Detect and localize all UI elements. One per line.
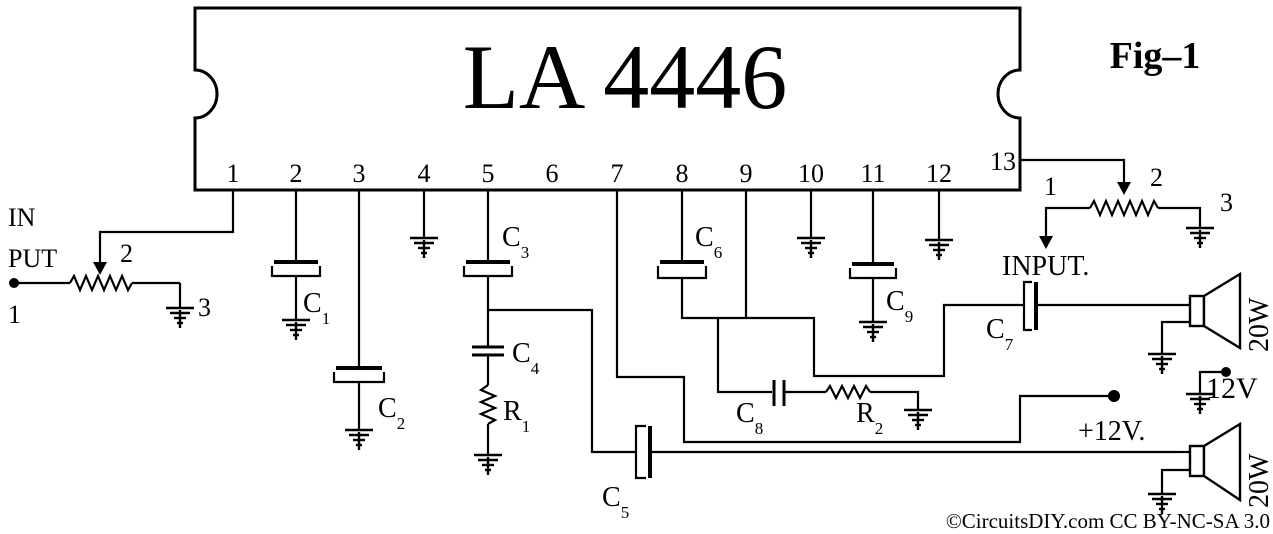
- right-pot-wiper-arrow: [1117, 182, 1131, 195]
- c5: C5: [602, 424, 1178, 522]
- ground-symbols: [166, 226, 1214, 514]
- speaker-top-cone: [1202, 271, 1242, 351]
- c1-plate-bottom: [270, 266, 322, 278]
- c6-plate-bottom: [656, 266, 708, 280]
- right-pot-resistor: [1089, 198, 1159, 218]
- left-input-label-line1: IN: [8, 203, 36, 232]
- right-input-section: 1 2 3 INPUT.: [1002, 158, 1233, 282]
- pin-10-label: 10: [798, 159, 824, 188]
- pin-11-label: 11: [860, 159, 885, 188]
- right-pot-pin2-label: 2: [1150, 163, 1163, 192]
- left-pot-resistor: [69, 273, 133, 293]
- c8-label: C8: [736, 398, 763, 438]
- ground-icon: [345, 428, 373, 450]
- supply-label: +12V.: [1078, 416, 1145, 447]
- ground-icon: [797, 236, 825, 258]
- ground-icon: [166, 306, 194, 328]
- speaker-bottom-cone: [1202, 421, 1242, 503]
- speaker-bottom-magnet: [1188, 444, 1206, 478]
- c2-label: C2: [378, 393, 405, 433]
- c9-label: C9: [886, 286, 913, 326]
- right-pot-pin1-label: 1: [1044, 172, 1057, 201]
- wire: [98, 190, 235, 268]
- ic-body: [193, 6, 1022, 192]
- right-pot-pin3-label: 3: [1220, 188, 1233, 217]
- credit-text: ©CircuitsDIY.com CC BY-NC-SA 3.0: [946, 509, 1270, 533]
- ground-icon: [410, 236, 438, 258]
- speaker-bottom-label: 20W: [1244, 453, 1273, 508]
- pin-5-label: 5: [482, 159, 495, 188]
- pin-4-label: 4: [418, 159, 431, 188]
- c2-branch: C2: [332, 190, 405, 433]
- c9-branch: C9: [848, 190, 913, 326]
- supply-branch: +12V.: [615, 190, 1145, 447]
- ground-icon: [1186, 392, 1214, 414]
- pin-6-label: 6: [546, 159, 559, 188]
- speaker-top-magnet: [1188, 294, 1206, 328]
- left-pot-pin1-label: 1: [8, 300, 21, 329]
- ground-icon: [282, 318, 310, 340]
- pin-8-label: 8: [676, 159, 689, 188]
- c9-plate-bottom: [848, 268, 898, 280]
- ground-icon: [474, 453, 502, 475]
- left-input-section: IN PUT 1 2 3: [8, 190, 235, 329]
- c5-label: C5: [602, 482, 629, 522]
- c2-plate-bottom: [332, 372, 386, 384]
- pin-12-label: 12: [926, 159, 952, 188]
- supply-label-right: 12V: [1206, 372, 1258, 405]
- r2-label: R2: [856, 398, 883, 438]
- speaker-top: 20W: [1160, 271, 1273, 354]
- left-pot-pin3-label: 3: [198, 293, 211, 322]
- chip-label: LA 4446: [463, 26, 788, 128]
- fig-label: Fig–1: [1110, 35, 1201, 77]
- pin-1-label: 1: [227, 159, 240, 188]
- c4-label: C4: [512, 338, 540, 378]
- pin-2-label: 2: [290, 159, 303, 188]
- left-input-label-line2: PUT: [8, 244, 57, 273]
- c3-label: C3: [502, 222, 529, 262]
- pin-numbers: 1 2 3 4 5 6 7 8 9 10 11 12 13: [227, 147, 1017, 188]
- pin-13-label: 13: [990, 147, 1016, 176]
- c6-branch: C6: [656, 190, 1024, 394]
- right-supply-terminal: [1221, 367, 1231, 377]
- c7-plate-left: [1022, 280, 1032, 332]
- ground-icon: [904, 408, 932, 430]
- pin-3-label: 3: [353, 159, 366, 188]
- r1-resistor: [478, 384, 498, 425]
- r2-resistor: [825, 383, 871, 401]
- pin-9-label: 9: [740, 159, 753, 188]
- ground-icon: [925, 238, 953, 260]
- right-input-label: INPUT.: [1002, 251, 1089, 282]
- c3-c4-r1-branch: C3 C4 R1: [462, 190, 636, 455]
- left-pot-pin2-label: 2: [120, 239, 133, 268]
- right-supply: 12V: [1198, 367, 1258, 405]
- c5-plate-left: [634, 424, 646, 480]
- supply-terminal: [1108, 390, 1120, 402]
- c8-r2-branch: C8 R2: [736, 380, 920, 438]
- pin-7-label: 7: [611, 159, 624, 188]
- c3-plate-bottom: [462, 266, 514, 278]
- c1-branch: C1: [270, 190, 330, 328]
- c7: C7: [986, 280, 1190, 354]
- ground-icon: [1148, 352, 1176, 374]
- ground-icon: [1148, 492, 1176, 514]
- c7-label: C7: [986, 314, 1014, 354]
- c1-label: C1: [303, 288, 330, 328]
- c6-label: C6: [695, 222, 722, 262]
- ground-icon: [1186, 226, 1214, 248]
- ground-icon: [859, 320, 887, 342]
- left-pot-wiper-arrow: [93, 262, 107, 275]
- speaker-top-label: 20W: [1244, 297, 1273, 352]
- r1-label: R1: [503, 396, 530, 436]
- right-input-arrow: [1039, 236, 1053, 249]
- speaker-bottom: 20W: [1160, 421, 1273, 508]
